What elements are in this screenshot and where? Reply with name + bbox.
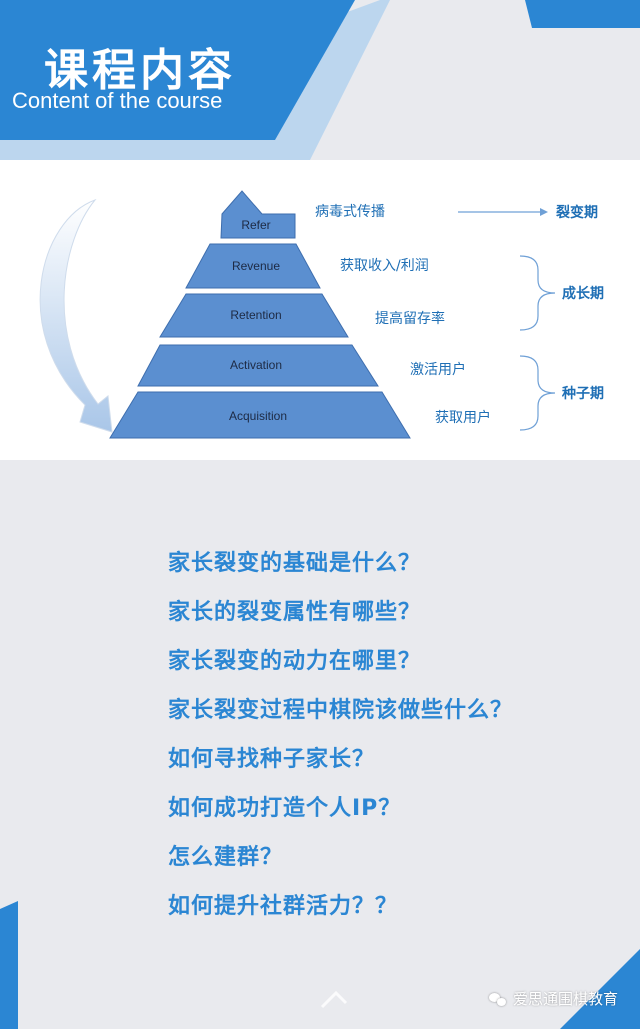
pyramid-layer-acquisition [109, 391, 411, 439]
question-item: 怎么建群？ [168, 845, 284, 870]
curved-arrow-icon [39, 198, 113, 433]
stage-growth: 成长期 [562, 285, 604, 302]
footer-left-triangle [0, 901, 18, 1029]
desc-retention: 提高留存率 [375, 310, 445, 327]
footer-decoration [0, 901, 640, 1029]
question-item: 家长裂变过程中棋院该做些什么？ [168, 698, 514, 723]
desc-acquisition: 获取用户 [435, 409, 491, 426]
watermark-mark [320, 990, 348, 1009]
layer-label-revenue: Revenue [232, 259, 280, 273]
aarrr-diagram: Refer Revenue Retention Activation Acqui… [39, 190, 604, 439]
header-corner-tab [525, 0, 640, 28]
question-item: 家长的裂变属性有哪些？ [168, 600, 422, 625]
layer-label-retention: Retention [230, 308, 281, 322]
diagram-panel: Refer Revenue Retention Activation Acqui… [0, 160, 640, 460]
question-item: 如何寻找种子家长？ [168, 747, 376, 772]
question-item: 如何成功打造个人IP？ [168, 796, 402, 821]
pyramid-layer-revenue [185, 243, 321, 289]
page-subtitle: Content of the course [12, 88, 223, 113]
arrow-head-icon [540, 208, 548, 216]
question-item: 如何提升社群活力？？ [168, 894, 399, 919]
layer-label-refer: Refer [241, 218, 270, 232]
layer-label-acquisition: Acquisition [229, 409, 287, 423]
brand-name: 爱思通围棋教育 [512, 990, 618, 1008]
stage-fission: 裂变期 [555, 204, 598, 221]
stage-seed: 种子期 [561, 385, 604, 402]
pyramid-layer-retention [159, 293, 349, 338]
header-banner [0, 0, 640, 160]
question-item: 家长裂变的动力在哪里？ [168, 649, 422, 674]
question-list: 家长裂变的基础是什么？ 家长的裂变属性有哪些？ 家长裂变的动力在哪里？ 家长裂变… [168, 544, 513, 936]
footer-brand: 爱思通围棋教育 [488, 988, 618, 1009]
growth-brace [519, 255, 556, 331]
question-item: 家长裂变的基础是什么？ [168, 551, 422, 576]
page-title: 课程内容 [44, 45, 236, 96]
seed-brace [519, 355, 556, 431]
layer-label-activation: Activation [230, 358, 282, 372]
desc-revenue: 获取收入/利润 [340, 258, 429, 274]
pyramid-layer-refer [220, 190, 296, 239]
desc-refer: 病毒式传播 [315, 204, 385, 220]
footer-right-triangle [560, 949, 640, 1029]
desc-activation: 激活用户 [410, 361, 466, 378]
wechat-icon [488, 991, 507, 1007]
header-blue-band [0, 0, 355, 140]
pyramid-layer-activation [137, 344, 379, 387]
